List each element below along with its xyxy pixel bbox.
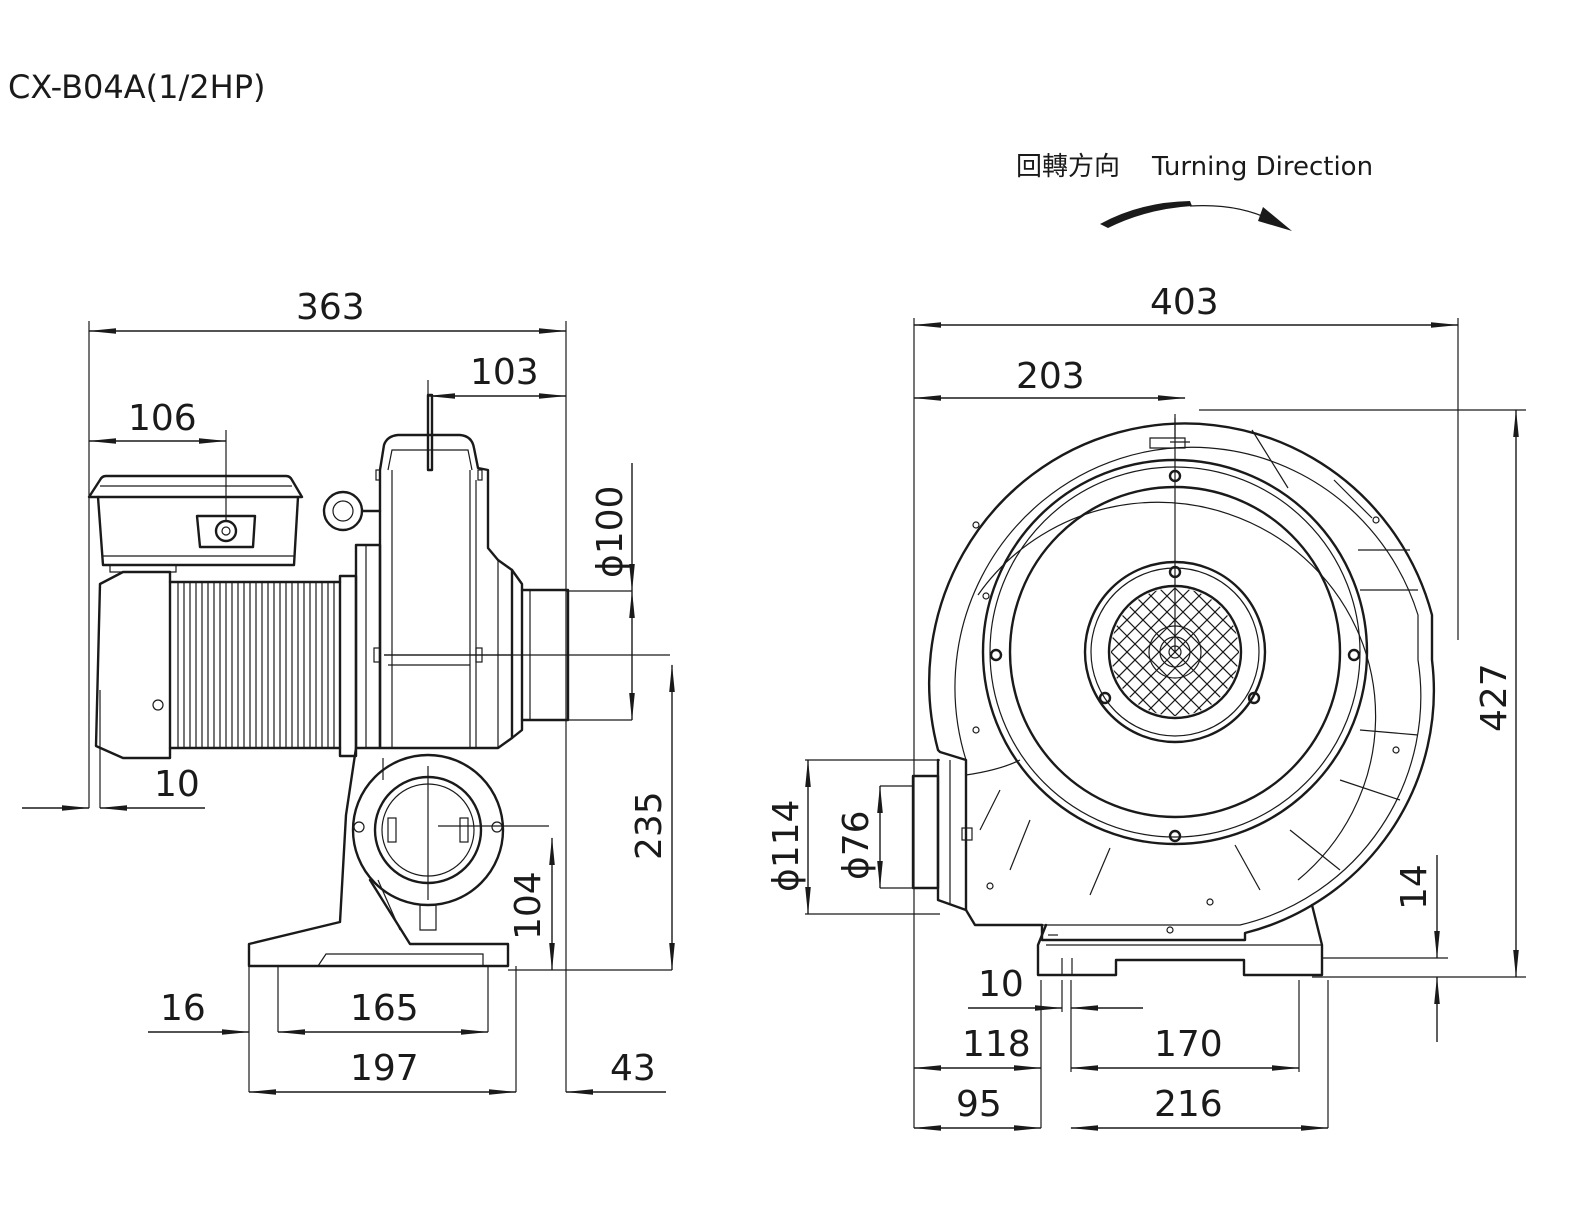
- cable-gland-icon: [214, 519, 238, 543]
- screw-icon: [1098, 691, 1112, 705]
- outlet-flange: [497, 560, 570, 748]
- dim-slot-width: 10: [978, 964, 1024, 1005]
- dim-hole-spacing-front: 170: [1154, 1024, 1223, 1065]
- rotation-label-en: Turning Direction: [1151, 152, 1373, 182]
- side-view: [87, 393, 570, 968]
- dim-center-offset: 203: [1016, 356, 1085, 397]
- dim-outlet-projection: 43: [610, 1048, 656, 1089]
- dim-hole-offset: 118: [962, 1024, 1031, 1065]
- screw-icon: [1247, 691, 1261, 705]
- dimension-lines: [22, 322, 1519, 1131]
- dim-inlet-diameter: ϕ76: [836, 810, 877, 880]
- rotation-indicator: 回轉方向 Turning Direction: [1016, 152, 1373, 231]
- scroll-housing: [927, 422, 1436, 942]
- front-view: [911, 422, 1436, 977]
- rotation-arrowhead-icon: [1258, 207, 1292, 231]
- screw-icon: [989, 648, 1003, 662]
- side-center-lines: [384, 654, 670, 900]
- dim-base-length: 197: [350, 1048, 419, 1089]
- dim-overall-width: 403: [1150, 282, 1219, 323]
- dim-base-offset: 95: [956, 1084, 1002, 1125]
- dim-base-edge: 16: [160, 988, 206, 1029]
- dim-outlet-diameter: ϕ100: [590, 486, 631, 578]
- dim-box-offset: 106: [128, 398, 197, 439]
- dim-flange-diameter: ϕ114: [766, 800, 807, 892]
- side-dimension-labels: 363 103 106 10 ϕ100 235 104 16 165 197 4…: [128, 287, 670, 1089]
- outlet-duct-front: [911, 758, 1021, 912]
- dim-base-width: 216: [1154, 1084, 1223, 1125]
- model-title: CX-B04A(1/2HP): [8, 68, 265, 106]
- dim-outlet-height: 235: [629, 791, 670, 860]
- lifting-eye-icon: [322, 490, 364, 532]
- dim-hole-spacing: 165: [350, 988, 419, 1029]
- blower-housing-side: [354, 393, 514, 750]
- dim-inlet-height: 104: [508, 871, 549, 940]
- dim-overall-height: 427: [1474, 663, 1515, 732]
- screw-icon: [1168, 829, 1182, 843]
- front-dimension-labels: 403 203 427 ϕ114 ϕ76 14 10 118 170 95 21…: [766, 282, 1515, 1125]
- dim-base-height: 14: [1394, 864, 1435, 910]
- motor-body: [94, 570, 358, 760]
- stand-base: [247, 746, 510, 968]
- rotation-arrow-icon: [1100, 201, 1192, 228]
- junction-box: [87, 474, 304, 573]
- screw-icon: [1347, 648, 1361, 662]
- rotation-label-zh: 回轉方向: [1016, 152, 1120, 182]
- dim-base-gap: 10: [154, 764, 200, 805]
- dim-overall-length: 363: [296, 287, 365, 328]
- front-base: [1036, 903, 1324, 977]
- dim-outlet-offset: 103: [470, 352, 539, 393]
